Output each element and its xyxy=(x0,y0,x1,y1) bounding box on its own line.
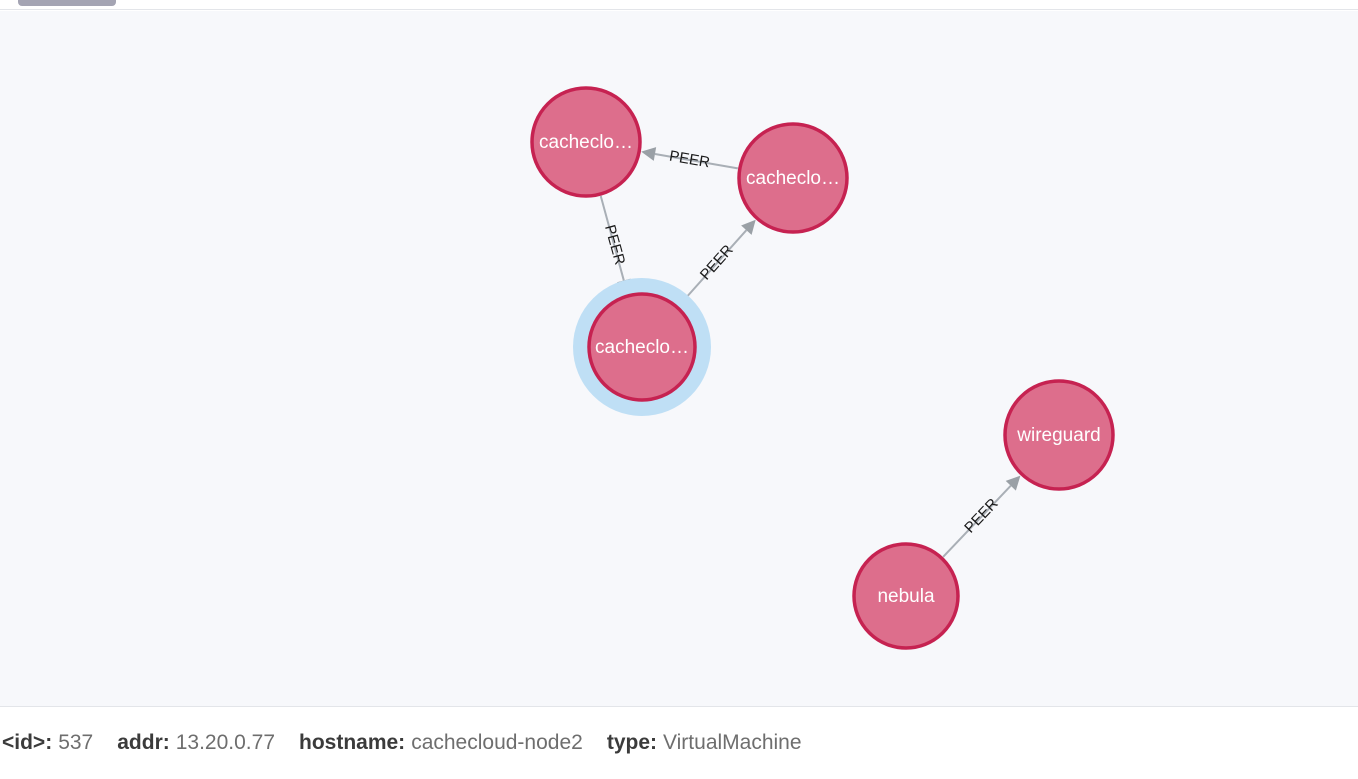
property-item: addr:13.20.0.77 xyxy=(117,731,275,755)
toolbar-button[interactable] xyxy=(18,0,116,6)
property-item: <id>:537 xyxy=(2,731,93,755)
node-layer: cacheclo… cacheclo… cacheclo… wireguard nebu… xyxy=(530,86,1115,650)
status-bar: <id>:537 addr:13.20.0.77 hostname:cacheclo… xyxy=(0,706,1358,779)
edge-label: PEER xyxy=(697,242,737,284)
property-item: type:VirtualMachine xyxy=(607,731,802,755)
property-key: type: xyxy=(606,731,658,754)
node-label: cacheclo… xyxy=(595,337,689,358)
graph-edge[interactable] xyxy=(942,485,1012,558)
graph-node[interactable]: cacheclo… xyxy=(737,122,849,234)
property-item: hostname:cachecloud-node2 xyxy=(299,731,583,755)
node-label: wireguard xyxy=(1016,425,1100,446)
graph-edge[interactable] xyxy=(677,229,748,307)
edge-arrowhead xyxy=(1005,475,1021,491)
edge-arrowhead xyxy=(641,147,657,161)
node-properties: <id>:537 addr:13.20.0.77 hostname:cacheclo… xyxy=(2,731,826,755)
top-toolbar xyxy=(0,0,1358,10)
edge-arrowhead xyxy=(741,219,756,235)
node-circle[interactable] xyxy=(587,292,697,402)
node-label: cacheclo… xyxy=(746,168,840,189)
edge-label: PEER xyxy=(668,148,711,172)
property-key: hostname: xyxy=(299,731,406,754)
property-value: 537 xyxy=(58,731,94,754)
edge-label: PEER xyxy=(961,495,1002,536)
property-key: addr: xyxy=(117,731,170,754)
graph-edge[interactable] xyxy=(654,153,738,170)
node-circle[interactable] xyxy=(852,542,960,650)
graph-edge[interactable] xyxy=(599,195,625,281)
graph-node[interactable]: nebula xyxy=(852,542,960,650)
node-label: cacheclo… xyxy=(539,132,633,153)
node-label: nebula xyxy=(877,586,934,607)
graph-node[interactable]: cacheclo… xyxy=(573,278,711,416)
property-value: VirtualMachine xyxy=(663,731,802,754)
node-circle[interactable] xyxy=(530,86,642,198)
node-circle[interactable] xyxy=(1003,379,1115,491)
property-key: <id>: xyxy=(2,731,53,754)
graph-node[interactable]: wireguard xyxy=(1003,379,1115,491)
graph-node[interactable]: cacheclo… xyxy=(530,86,642,198)
node-circle[interactable] xyxy=(737,122,849,234)
property-value: cachecloud-node2 xyxy=(411,731,583,754)
property-value: 13.20.0.77 xyxy=(175,731,275,754)
edge-label: PEER xyxy=(601,223,628,267)
